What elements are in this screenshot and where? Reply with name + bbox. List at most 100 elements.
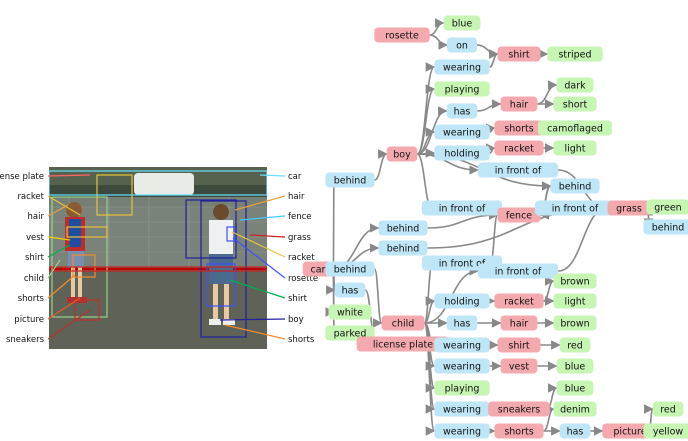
node-relation: in front of	[477, 162, 559, 178]
node-label: in front of	[552, 203, 599, 214]
node-box-attribute	[553, 273, 597, 289]
bbox-shorts	[72, 254, 96, 278]
graph-edge	[427, 210, 499, 229]
node-attribute: blue	[443, 15, 481, 31]
node-box-object	[497, 46, 541, 62]
node-object: hair	[500, 315, 538, 331]
photo-label-right: shorts	[288, 335, 315, 345]
photo-label-left: hair	[28, 212, 45, 222]
node-label: behind	[559, 181, 592, 192]
node-box-relation	[378, 240, 428, 256]
graph-edge	[476, 44, 499, 59]
node-label: hair	[510, 318, 528, 329]
node-label: behind	[652, 222, 685, 233]
photo-label-right: boy	[288, 315, 304, 325]
node-label: parked	[334, 328, 367, 339]
node-relation: behind	[325, 261, 375, 277]
node-box-attribute	[553, 401, 597, 417]
node-attribute: dark	[556, 77, 594, 93]
node-label: vest	[509, 361, 529, 372]
bbox-grass	[49, 266, 267, 272]
node-attribute: playing	[434, 380, 490, 396]
node-relation: has	[334, 282, 366, 298]
node-box-relation	[421, 200, 503, 216]
node-relation: wearing	[434, 401, 490, 417]
node-label: racket	[504, 296, 534, 307]
scene-photo	[49, 167, 267, 349]
graph-edge	[429, 34, 448, 50]
node-object: shirt	[497, 337, 541, 353]
node-relation: wearing	[434, 423, 490, 439]
boy-figure	[209, 204, 235, 325]
node-label: striped	[558, 49, 591, 60]
node-box-relation	[434, 358, 490, 374]
node-label: wearing	[443, 361, 481, 372]
node-relation: in front of	[477, 263, 559, 279]
node-label: playing	[445, 383, 480, 394]
graph-edge	[374, 149, 388, 181]
node-box-relation	[434, 401, 490, 417]
node-attribute: camoflaged	[538, 120, 612, 136]
node-label: car	[311, 264, 326, 275]
node-attribute: striped	[547, 46, 603, 62]
node-object: fence	[497, 207, 541, 223]
node-box-object	[386, 146, 418, 162]
node-box-relation	[434, 337, 490, 353]
node-box-object	[500, 358, 538, 374]
node-box-attribute	[643, 423, 688, 439]
graph-edge	[324, 268, 335, 337]
node-box-relation	[434, 423, 490, 439]
node-box-relation	[477, 263, 559, 279]
bbox-racket	[66, 226, 108, 238]
child-figure	[65, 202, 87, 303]
photo-label-right: fence	[288, 212, 312, 222]
graph-edge	[485, 143, 496, 154]
node-box-object	[494, 293, 544, 309]
node-relation: behind	[378, 240, 428, 256]
node-box-attribute	[553, 293, 597, 309]
photo-label-right: grass	[288, 233, 312, 243]
node-box-relation	[434, 145, 490, 161]
node-relation: in front of	[534, 200, 616, 216]
node-attribute: white	[328, 304, 372, 320]
node-attribute: short	[553, 96, 597, 112]
graph-edge	[477, 99, 502, 112]
node-relation: behind	[550, 178, 600, 194]
photo-label-left: shorts	[18, 294, 45, 304]
bbox-sneakers	[74, 299, 100, 321]
node-box-object	[607, 200, 651, 216]
node-relation: has	[446, 103, 478, 119]
node-object: rosette	[374, 27, 430, 43]
node-label: shirt	[508, 49, 530, 60]
node-box-attribute	[443, 15, 481, 31]
node-relation: behind	[325, 172, 375, 188]
node-label: green	[654, 202, 681, 213]
node-box-object	[356, 336, 450, 352]
node-label: boy	[393, 149, 411, 160]
node-label: red	[567, 340, 583, 351]
node-label: denim	[560, 404, 590, 415]
node-attribute: red	[652, 401, 684, 417]
node-box-object	[500, 96, 538, 112]
node-label: in front of	[495, 165, 542, 176]
node-attribute: red	[559, 337, 591, 353]
node-relation: behind	[643, 219, 688, 235]
node-label: wearing	[443, 426, 481, 437]
node-relation: holding	[434, 293, 490, 309]
node-label: in front of	[439, 203, 486, 214]
node-relation: in front of	[421, 200, 503, 216]
photo-label-left: license plate	[0, 172, 44, 182]
node-box-attribute	[559, 337, 591, 353]
photo-label-left: shirt	[25, 253, 45, 263]
photo-label-right: car	[288, 172, 302, 182]
node-label: behind	[334, 264, 367, 275]
node-relation: wearing	[434, 124, 490, 140]
node-box-attribute	[646, 199, 688, 215]
node-attribute: yellow	[643, 423, 688, 439]
node-label: in front of	[439, 258, 486, 269]
node-relation: behind	[378, 220, 428, 236]
node-label: has	[454, 106, 471, 117]
node-label: hair	[510, 99, 528, 110]
node-object: grass	[607, 200, 651, 216]
